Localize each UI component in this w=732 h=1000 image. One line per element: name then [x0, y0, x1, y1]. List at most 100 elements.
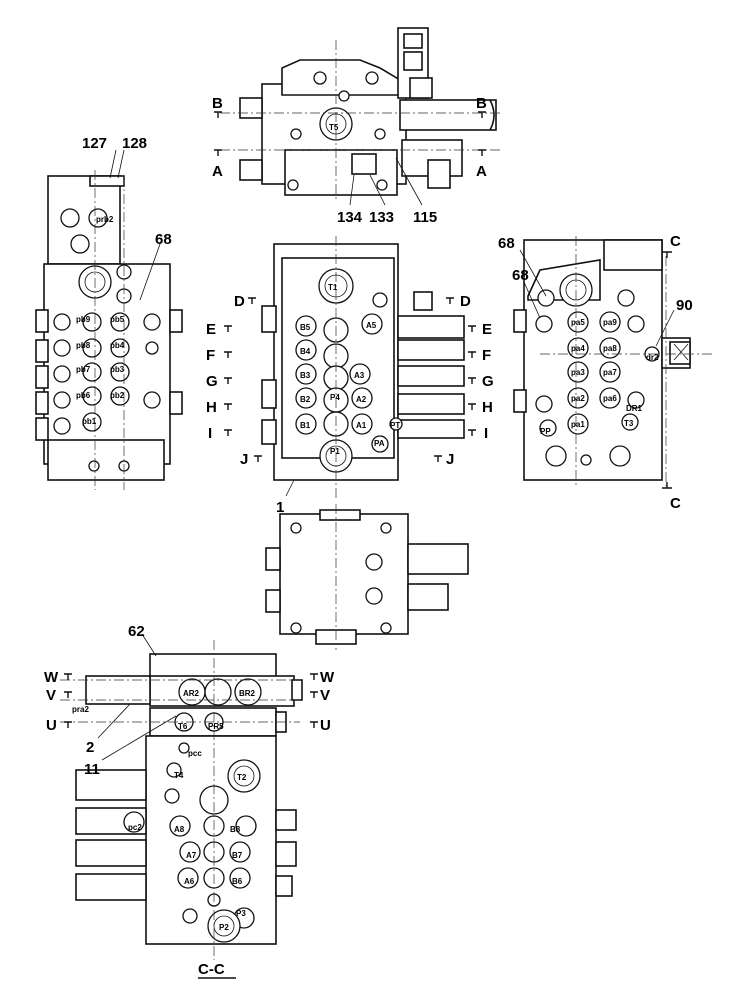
ref-128: 128 — [122, 135, 147, 152]
cut-D-right: D — [460, 293, 471, 310]
port-label: P1 — [330, 447, 340, 456]
port-label: A8 — [174, 825, 185, 834]
port-label: pb5 — [110, 315, 125, 324]
ref-134: 134 — [337, 209, 363, 226]
cut-W-right: W — [320, 669, 335, 686]
cut-U-right: U — [320, 717, 331, 734]
ref-68: 68 — [498, 235, 515, 252]
port-label: pa8 — [603, 344, 617, 353]
port-label: T2 — [237, 773, 247, 782]
cut-F-right: F — [482, 347, 491, 364]
port-label: pb1 — [82, 417, 97, 426]
port-label: A2 — [356, 395, 367, 404]
ref-1: 1 — [276, 499, 284, 516]
port-label: pra2 — [72, 705, 89, 714]
ref-62: 62 — [128, 623, 145, 640]
cut-C-top: C — [670, 233, 681, 250]
port-label: PR5 — [208, 722, 224, 731]
port-label: AR2 — [183, 689, 200, 698]
port-label: pb6 — [76, 391, 91, 400]
port-label: B7 — [232, 851, 243, 860]
ref-2: 2 — [86, 739, 94, 756]
port-label: pb8 — [76, 341, 91, 350]
port-label: T6 — [178, 722, 188, 731]
cut-J-right: J — [446, 451, 454, 468]
cut-J-left: J — [240, 451, 248, 468]
cut-F-left: F — [206, 347, 215, 364]
cut-D-left: D — [234, 293, 245, 310]
port-label: T1 — [328, 283, 338, 292]
port-label: pb9 — [76, 315, 91, 324]
cut-B-right: B — [476, 95, 487, 112]
port-label: pa5 — [571, 318, 585, 327]
port-label: pa7 — [603, 368, 617, 377]
port-label: B5 — [300, 323, 311, 332]
cut-H-left: H — [206, 399, 217, 416]
cut-A-left: A — [212, 163, 223, 180]
section-title: C-C — [198, 961, 225, 978]
port-label: pb3 — [110, 365, 125, 374]
port-label: PA — [374, 439, 385, 448]
cut-A-right: A — [476, 163, 487, 180]
port-label: pc2 — [128, 823, 142, 832]
port-label: T4 — [174, 771, 184, 780]
center-cut-markers — [224, 297, 476, 462]
port-label: P4 — [330, 393, 340, 402]
port-label: DR1 — [626, 404, 643, 413]
cut-H-right: H — [482, 399, 493, 416]
lower-view — [265, 504, 469, 650]
port-label: T5 — [329, 123, 339, 132]
port-label: A3 — [354, 371, 365, 380]
port-label: A6 — [184, 877, 195, 886]
section-cc-view — [60, 633, 303, 960]
cut-I-left: I — [208, 425, 212, 442]
port-label: A1 — [356, 421, 367, 430]
port-label: BR2 — [239, 689, 256, 698]
port-label: pa4 — [571, 344, 585, 353]
port-label: B2 — [300, 395, 311, 404]
port-label: B1 — [300, 421, 311, 430]
port-label: pcc — [188, 749, 202, 758]
cut-W-left: W — [44, 669, 59, 686]
ref-68: 68 — [155, 231, 172, 248]
port-label: P2 — [219, 923, 229, 932]
port-label: prb2 — [96, 215, 114, 224]
ref-11: 11 — [84, 761, 100, 778]
port-label: B8 — [230, 825, 241, 834]
ref-127: 127 — [82, 135, 107, 152]
port-label: pb2 — [110, 391, 125, 400]
ref-90: 90 — [676, 297, 693, 314]
port-label: PT — [390, 421, 400, 430]
port-label: P3 — [236, 909, 246, 918]
port-label: pa1 — [571, 420, 585, 429]
cut-I-right: I — [484, 425, 488, 442]
cut-G-right: G — [482, 373, 494, 390]
ref-115: 115 — [413, 209, 437, 226]
right-view — [513, 236, 712, 489]
cut-B-left: B — [212, 95, 223, 112]
port-label: B3 — [300, 371, 311, 380]
port-label: dr2 — [646, 353, 659, 362]
top-view: T5 — [220, 27, 500, 206]
port-label: A5 — [366, 321, 377, 330]
port-label: T3 — [624, 419, 634, 428]
port-label: PP — [540, 427, 551, 436]
cut-E-right: E — [482, 321, 492, 338]
cut-C-bottom: C — [670, 495, 681, 512]
cut-U-left: U — [46, 717, 57, 734]
port-label: pa6 — [603, 394, 617, 403]
cut-V-right: V — [320, 687, 330, 704]
center-view — [261, 236, 465, 500]
port-label: B6 — [232, 877, 243, 886]
port-label: pb7 — [76, 365, 91, 374]
ref-133: 133 — [369, 209, 394, 226]
port-label: pb4 — [110, 341, 125, 350]
port-label: pa2 — [571, 394, 585, 403]
ref-68: 68 — [512, 267, 529, 284]
port-label: B4 — [300, 347, 311, 356]
port-label: pa9 — [603, 318, 617, 327]
cut-E-left: E — [206, 321, 216, 338]
cut-G-left: G — [206, 373, 218, 390]
port-label: pa3 — [571, 368, 585, 377]
